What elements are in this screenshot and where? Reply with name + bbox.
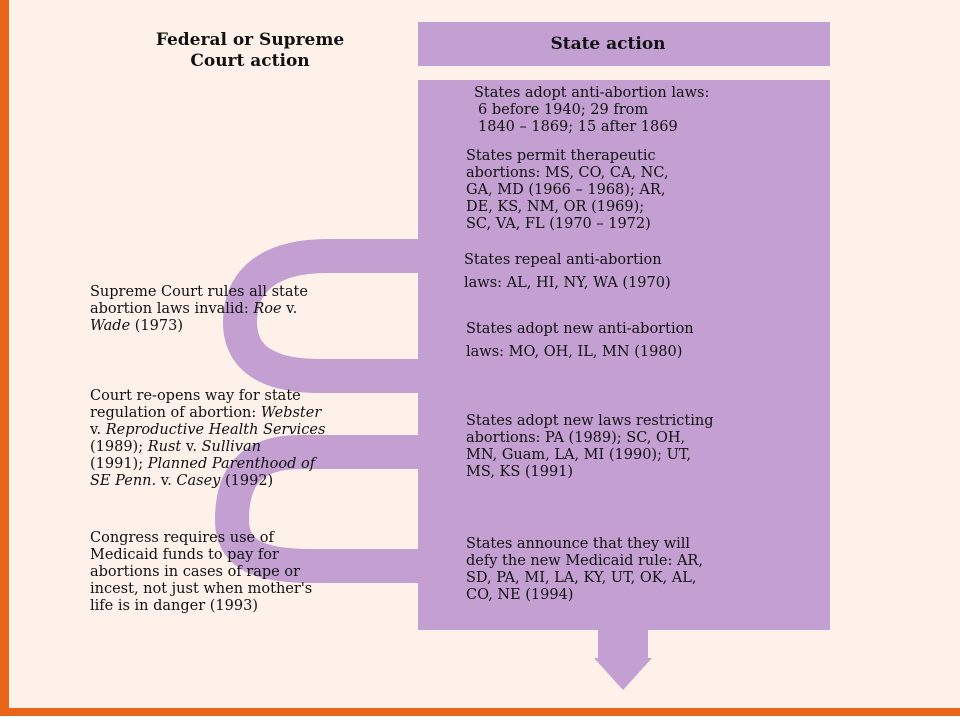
state-action-5-line: States adopt new laws restricting (466, 413, 714, 429)
case-name: Casey (176, 473, 221, 489)
state-action-6-line: States announce that they will (466, 536, 691, 552)
state-action-6-line: CO, NE (1994) (466, 587, 574, 603)
bottom-border-bar (0, 708, 960, 716)
arrow-head (594, 658, 652, 690)
state-action-6: States announce that they will defy the … (466, 536, 703, 604)
federal-header-line2: Court action (190, 51, 310, 71)
case-name: Roe (253, 301, 282, 317)
case-name: Wade (90, 318, 131, 334)
federal-action-medicaid: Congress requires use of Medicaid funds … (90, 530, 312, 615)
webster-line2: regulation of abortion: Webster (90, 405, 322, 421)
state-column-band (418, 80, 830, 630)
webster-line6: SE Penn. v. Casey (1992) (90, 473, 274, 489)
roe-line3: Wade (1973) (90, 318, 183, 334)
state-action-6-line: defy the new Medicaid rule: AR, (466, 553, 703, 569)
case-name: Reproductive Health Services (105, 422, 326, 438)
webster-line5: (1991); Planned Parenthood of (90, 456, 316, 472)
state-action-2-line: GA, MD (1966 – 1968); AR, (466, 182, 666, 198)
state-action-3: States repeal anti-abortion laws: AL, HI… (464, 252, 671, 292)
federal-header: Federal or Supreme Court action (140, 30, 360, 72)
medicaid-line: life is in danger (1993) (90, 598, 258, 614)
medicaid-line: incest, not just when mother's (90, 581, 313, 597)
state-action-3-line: States repeal anti-abortion (464, 252, 662, 268)
medicaid-line: Congress requires use of (90, 530, 274, 546)
case-name: Sullivan (201, 439, 261, 455)
state-action-5-line: abortions: PA (1989); SC, OH, (466, 430, 686, 446)
case-name: SE Penn. (90, 473, 157, 489)
state-action-4-line: laws: MO, OH, IL, MN (1980) (466, 344, 683, 360)
state-action-5-line: MS, KS (1991) (466, 464, 574, 480)
arrow-shaft (598, 630, 648, 658)
federal-action-roe: Supreme Court rules all state abortion l… (90, 284, 308, 335)
state-action-4: States adopt new anti-abortion laws: MO,… (466, 321, 694, 361)
state-action-4-line: States adopt new anti-abortion (466, 321, 694, 337)
federal-header-line1: Federal or Supreme (155, 30, 345, 50)
left-border-bar (0, 0, 9, 716)
state-action-1-line: 1840 – 1869; 15 after 1869 (478, 119, 678, 135)
state-action-2-line: abortions: MS, CO, CA, NC, (466, 165, 669, 181)
state-action-2-line: DE, KS, NM, OR (1969); (466, 199, 645, 215)
case-name: Planned Parenthood of (147, 456, 316, 472)
state-action-1-line: 6 before 1940; 29 from (478, 102, 649, 118)
state-action-6-line: SD, PA, MI, LA, KY, UT, OK, AL, (466, 570, 697, 586)
medicaid-line: Medicaid funds to pay for (90, 547, 279, 563)
case-name: Webster (260, 405, 322, 421)
case-name: Rust (147, 439, 182, 455)
webster-line3: v. Reproductive Health Services (90, 422, 326, 438)
state-header: State action (550, 34, 666, 54)
federal-action-webster: Court re-opens way for state regulation … (90, 388, 325, 490)
state-action-1-line: States adopt anti-abortion laws: (474, 85, 710, 101)
meander-band (214, 239, 538, 583)
state-action-5-line: MN, Guam, LA, MI (1990); UT, (466, 447, 691, 463)
state-action-2: States permit therapeutic abortions: MS,… (466, 148, 669, 233)
state-action-1: States adopt anti-abortion laws: 6 befor… (474, 85, 709, 136)
state-action-3-line: laws: AL, HI, NY, WA (1970) (464, 275, 671, 291)
webster-line4: (1989); Rust v. Sullivan (90, 439, 261, 455)
roe-line2: abortion laws invalid: Roe v. (90, 301, 298, 317)
state-header-band (418, 22, 830, 66)
state-action-2-line: SC, VA, FL (1970 – 1972) (466, 216, 651, 232)
state-action-2-line: States permit therapeutic (466, 148, 656, 164)
state-action-5: States adopt new laws restricting aborti… (466, 413, 713, 481)
roe-line1: Supreme Court rules all state (90, 284, 308, 300)
webster-line1: Court re-opens way for state (90, 388, 301, 404)
medicaid-line: abortions in cases of rape or (90, 564, 301, 580)
